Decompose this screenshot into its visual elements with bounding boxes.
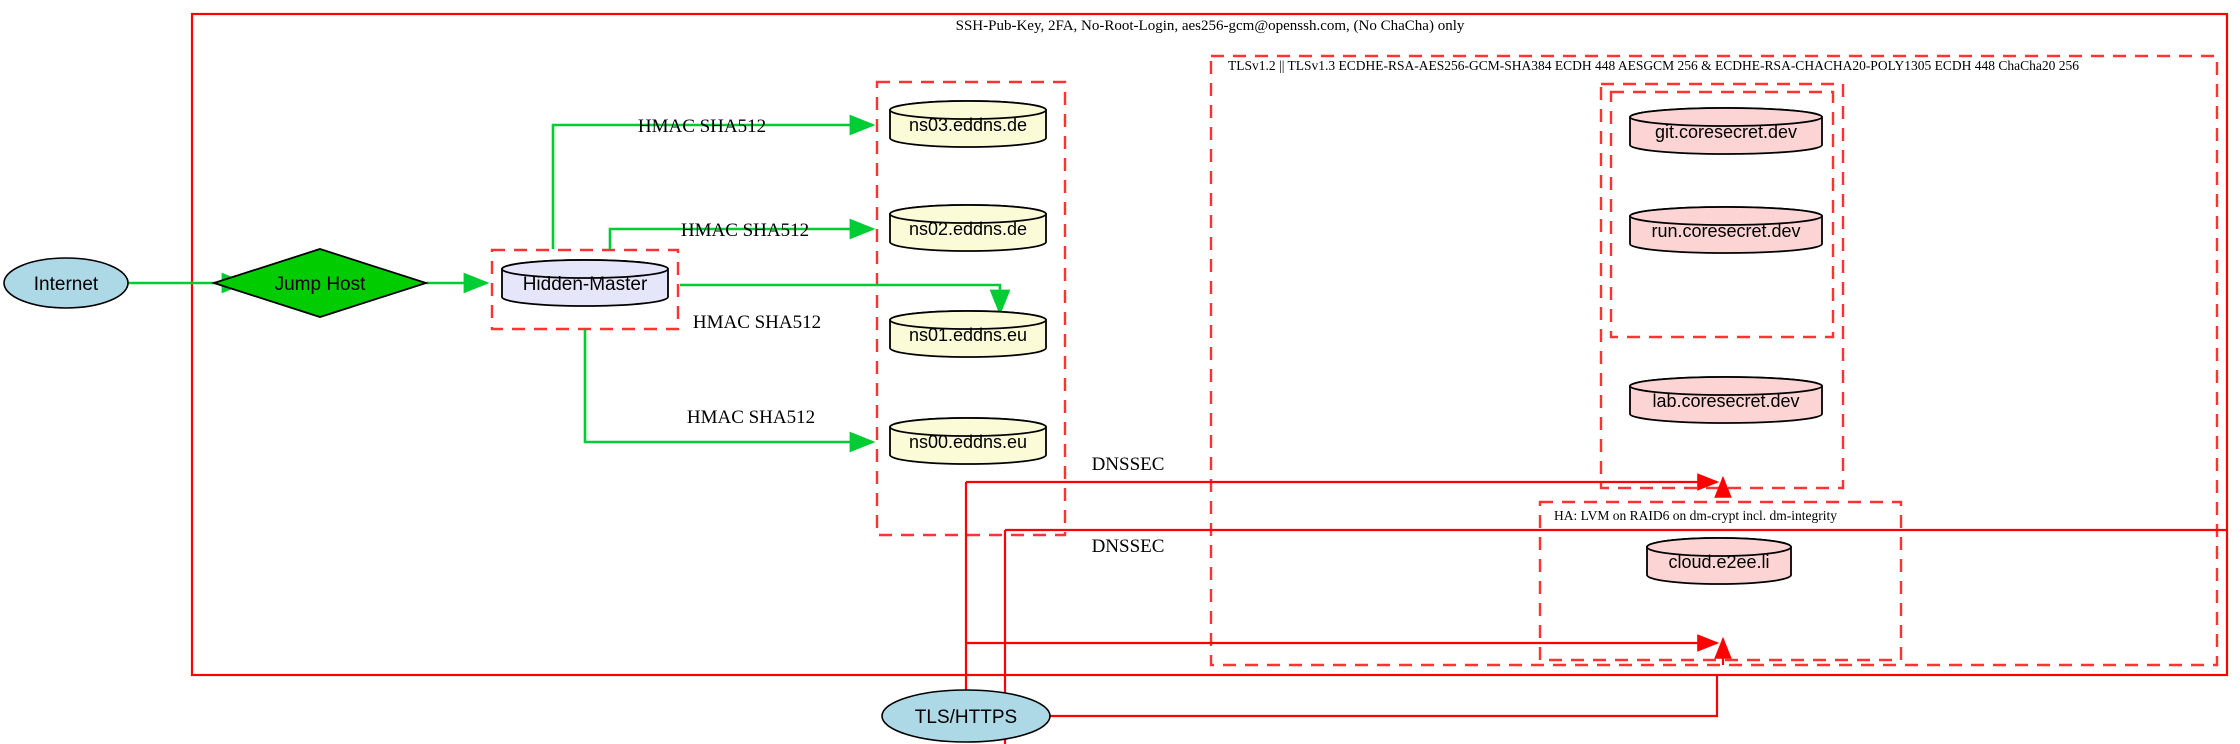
node-jump-host-label: Jump Host bbox=[275, 274, 367, 295]
node-internet-label: Internet bbox=[34, 274, 99, 295]
node-ns03[interactable]: ns03.eddns.de bbox=[889, 100, 1047, 148]
edge-label-hmac-1: HMAC SHA512 bbox=[681, 220, 809, 241]
ha-storage-boundary bbox=[1538, 500, 1903, 662]
node-cloud-e2ee-label: cloud.e2ee.li bbox=[1668, 552, 1769, 572]
edge-tls-https-right bbox=[1050, 676, 1719, 718]
node-ns01-label: ns01.eddns.eu bbox=[909, 325, 1027, 345]
node-ns00[interactable]: ns00.eddns.eu bbox=[889, 417, 1047, 465]
hidden-master-boundary bbox=[490, 248, 680, 331]
edge-master-to-ns02 bbox=[608, 218, 876, 249]
edge-label-hmac-0: HMAC SHA512 bbox=[638, 116, 766, 137]
node-git-coresecret-label: git.coresecret.dev bbox=[1655, 122, 1797, 142]
node-cloud-e2ee[interactable]: cloud.e2ee.li bbox=[1646, 537, 1792, 585]
ssh-policy-label: SSH-Pub-Key, 2FA, No-Root-Login, aes256-… bbox=[956, 18, 1465, 34]
edge-label-hmac-3: HMAC SHA512 bbox=[687, 407, 815, 428]
node-hidden-master[interactable]: Hidden-Master bbox=[501, 259, 669, 307]
edge-master-to-ns00 bbox=[583, 330, 876, 453]
edge-master-to-ns03 bbox=[551, 114, 876, 249]
node-jump-host[interactable]: Jump Host bbox=[211, 248, 429, 318]
coresecret-inner-boundary bbox=[1609, 90, 1835, 339]
dns-zone-boundary bbox=[875, 80, 1067, 537]
ha-storage-label: HA: LVM on RAID6 on dm-crypt incl. dm-in… bbox=[1554, 508, 1837, 523]
node-ns00-label: ns00.eddns.eu bbox=[909, 432, 1027, 452]
node-lab-coresecret-label: lab.coresecret.dev bbox=[1652, 391, 1799, 411]
node-run-coresecret-label: run.coresecret.dev bbox=[1651, 221, 1800, 241]
node-tls-https[interactable]: TLS/HTTPS bbox=[881, 689, 1051, 743]
edge-master-to-ns01 bbox=[680, 283, 1011, 316]
node-internet[interactable]: Internet bbox=[3, 257, 129, 309]
node-ns02[interactable]: ns02.eddns.de bbox=[889, 204, 1047, 252]
node-git-coresecret[interactable]: git.coresecret.dev bbox=[1629, 107, 1823, 155]
tls-policy-label: TLSv1.2 || TLSv1.3 ECDHE-RSA-AES256-GCM-… bbox=[1228, 58, 2079, 73]
edge-label-dnssec-1: DNSSEC bbox=[1092, 536, 1165, 557]
node-tls-https-label: TLS/HTTPS bbox=[915, 707, 1017, 728]
node-ns03-label: ns03.eddns.de bbox=[909, 115, 1027, 135]
coresecret-outer-boundary bbox=[1599, 82, 1845, 490]
edge-label-hmac-2: HMAC SHA512 bbox=[693, 312, 821, 333]
outer-ssh-boundary bbox=[190, 12, 2229, 677]
edge-label-dnssec-0: DNSSEC bbox=[1092, 454, 1165, 475]
node-ns01[interactable]: ns01.eddns.eu bbox=[889, 310, 1047, 358]
node-lab-coresecret[interactable]: lab.coresecret.dev bbox=[1629, 376, 1823, 424]
node-ns02-label: ns02.eddns.de bbox=[909, 219, 1027, 239]
node-hidden-master-label: Hidden-Master bbox=[523, 274, 648, 295]
tls-boundary bbox=[1209, 54, 2219, 667]
node-run-coresecret[interactable]: run.coresecret.dev bbox=[1629, 206, 1823, 254]
